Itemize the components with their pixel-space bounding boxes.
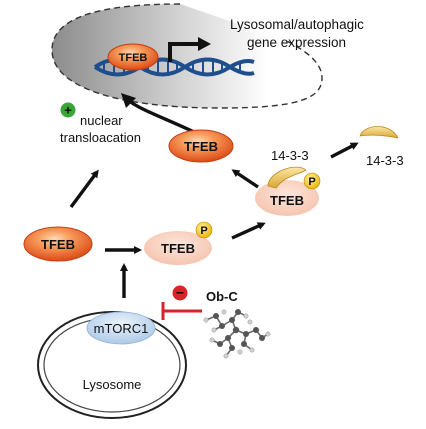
lysosome: Lysosome [37, 311, 187, 419]
nucleus-label-line1: Lysosomal/autophagic [230, 17, 364, 32]
phospho-badge-label: P [200, 225, 207, 237]
nucleus-label-line2: gene expression [247, 35, 346, 50]
complex-adaptor-label: 14-3-3 [271, 148, 309, 163]
free-adaptor-label: 14-3-3 [366, 153, 404, 168]
minus-badge-icon [172, 285, 188, 301]
mtorc1: mTORC1 [86, 311, 156, 345]
tfeb-on-dna-label: TFEB [119, 52, 148, 64]
mtorc1-label: mTORC1 [94, 321, 149, 336]
lysosome-label: Lysosome [83, 377, 142, 392]
obc-inhibition: − Ob-C [161, 285, 238, 320]
phospho-badge [195, 221, 213, 239]
tfeb-adaptor-complex: TFEB P 14-3-3 [255, 148, 321, 216]
complex-phospho-label: P [308, 176, 315, 188]
translocation-arrow [69, 169, 99, 209]
binding-arrow [231, 222, 266, 240]
tfeb-phosphorylated-label: TFEB [161, 241, 195, 256]
tfeb-active: TFEB [23, 226, 93, 262]
complex-phospho-badge [303, 172, 321, 190]
tfeb-released: TFEB [168, 129, 234, 163]
translocation-label-line1: nuclear [80, 113, 123, 128]
translocation-label-line2: transloacation [60, 130, 141, 145]
plus-badge-symbol: + [64, 103, 72, 118]
nucleus: Lysosomal/autophagic gene expression [51, 3, 364, 109]
dissociation-arrow [330, 142, 359, 159]
adaptor-free-icon [359, 126, 399, 139]
transcription-start-arrow-icon [168, 42, 200, 62]
adaptor-bound-icon [267, 166, 307, 189]
obc-label: Ob-C [206, 289, 238, 304]
complex-tfeb-label: TFEB [270, 193, 304, 208]
release-arrow [231, 169, 259, 189]
plus-badge-icon [60, 102, 76, 118]
minus-badge-symbol: − [176, 285, 184, 301]
nuclear-import-arrow [126, 98, 199, 136]
free-adaptor: 14-3-3 [359, 126, 404, 168]
obc-molecule-icon [203, 309, 271, 359]
translocation-note: + nuclear transloacation [60, 102, 141, 145]
tfeb-released-label: TFEB [184, 139, 218, 154]
nucleus-envelope [51, 3, 323, 109]
tfeb-active-label: TFEB [41, 237, 75, 252]
lysosome-membrane-outer [37, 311, 187, 419]
tfeb-phosphorylated: TFEB P [144, 221, 213, 265]
tfeb-on-dna: TFEB [107, 43, 159, 71]
